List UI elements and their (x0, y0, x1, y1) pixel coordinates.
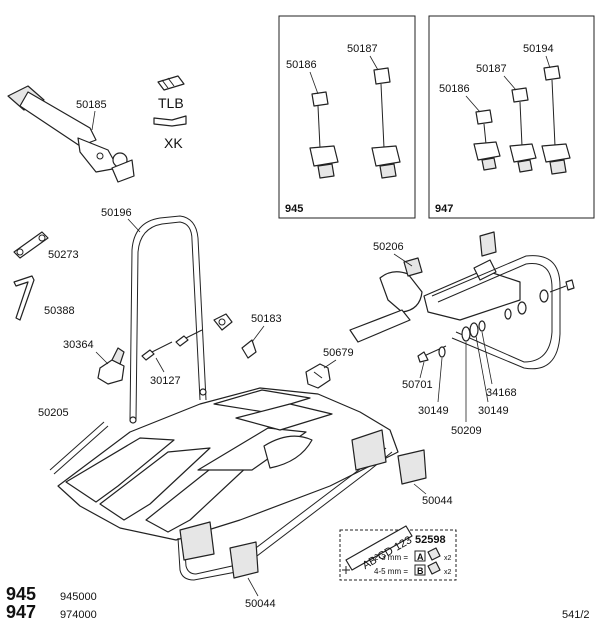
label-945-50186: 50186 (286, 59, 317, 71)
washer-stack (417, 279, 575, 363)
part-50205-rod (49, 421, 109, 475)
label-945-50187: 50187 (347, 43, 378, 55)
label-50679: 50679 (323, 347, 354, 359)
tlb-part-icon (157, 75, 185, 91)
label-30149-right: 30149 (478, 405, 509, 417)
page-reference: 541/2 (562, 609, 590, 621)
plate-row2-qty: x2 (444, 569, 452, 576)
label-50209: 50209 (451, 425, 482, 437)
plate-row1-tag: A (417, 552, 424, 562)
part-50273-plate (13, 231, 49, 259)
label-52598: 52598 (415, 534, 446, 546)
label-50701: 50701 (402, 379, 433, 391)
label-30149-left: 30149 (418, 405, 449, 417)
label-tlb: TLB (158, 95, 184, 111)
part-50183-washer (213, 313, 233, 331)
label-947-50194: 50194 (523, 43, 554, 55)
plate-row2: 4-5 mm = (374, 567, 408, 576)
label-947-50186: 50186 (439, 83, 470, 95)
part-50044-pad-right (397, 449, 427, 485)
part-50196-arch (129, 215, 207, 424)
part-50388-hexkey (13, 275, 35, 321)
part-30364-knob (97, 347, 125, 385)
box-947-label: 947 (435, 203, 453, 215)
label-50185: 50185 (76, 99, 107, 111)
label-947-50187: 50187 (476, 63, 507, 75)
box-947: 947 (428, 15, 595, 219)
plate-row1: 2-3 mm = (374, 553, 408, 562)
label-50044-left: 50044 (245, 598, 276, 610)
label-50273: 50273 (48, 249, 79, 261)
label-50205: 50205 (38, 407, 69, 419)
xk-key-icon (153, 115, 187, 127)
part-30127-bolt (141, 329, 203, 361)
part-50206-bracket (349, 231, 561, 370)
carrier-body (57, 387, 399, 581)
label-50206: 50206 (373, 241, 404, 253)
part-50679-clip (305, 363, 331, 389)
model-945: 945 (6, 584, 36, 604)
label-50044-right: 50044 (422, 495, 453, 507)
plate-row2-tag: B (417, 566, 424, 576)
part-50183-clip (241, 339, 257, 359)
model-947-code: 974000 (60, 609, 97, 621)
plate-row1-qty: x2 (444, 555, 452, 562)
box-945: 945 (278, 15, 416, 219)
label-50183: 50183 (251, 313, 282, 325)
label-50196: 50196 (101, 207, 132, 219)
part-50044-pad-left (229, 541, 259, 579)
plate-kit-52598: AB CD 123 (339, 525, 457, 581)
label-30364: 30364 (63, 339, 94, 351)
part-50185-arm (7, 85, 135, 183)
model-945-code: 945000 (60, 591, 97, 603)
model-947: 947 (6, 602, 36, 622)
box-945-label: 945 (285, 203, 303, 215)
label-30127: 30127 (150, 375, 181, 387)
label-xk: XK (164, 135, 183, 151)
label-50388: 50388 (44, 305, 75, 317)
label-34168: 34168 (486, 387, 517, 399)
